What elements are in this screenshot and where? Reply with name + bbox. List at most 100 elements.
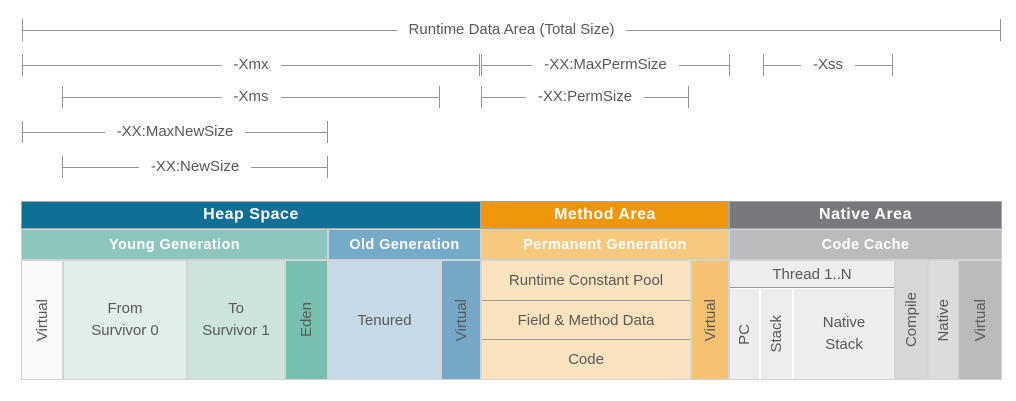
ruler-permsize: -XX:PermSize [481,86,690,108]
heap-space-header: Heap Space [22,202,480,228]
ruler-line [280,64,479,66]
ruler-tick-right [1000,19,1002,41]
pc-label: PC [736,323,753,345]
thread-group: Thread 1..N PC Stack Native Stack [730,261,894,379]
ruler-label-maxpermsize: -XX:MaxPermSize [532,54,679,76]
young-virtual-cell: Virtual [22,261,62,379]
stack-cell: Stack [761,289,792,379]
native-stack-cell: Native Stack [794,289,894,379]
perm-generation-headers: Permanent Generation [482,230,728,259]
ruler-runtime-data-area: Runtime Data Area (Total Size) [22,19,1002,41]
ruler-tick-left [481,86,482,108]
ruler-tick-right [327,121,329,143]
ruler-tick-left [62,86,63,108]
ruler-line [63,96,222,98]
ruler-line [280,96,439,98]
ruler-tick-left [22,121,23,143]
code-cache-headers: Code Cache [730,230,1001,259]
ruler-line [626,29,1001,31]
ruler-line [764,64,801,66]
ruler-label-xmx: -Xmx [221,54,281,76]
ruler-tick-right [327,156,329,178]
ruler-line [251,166,328,168]
ruler-tick-right [892,54,893,76]
code-cell: Code [568,351,604,369]
perm-virtual-label: Virtual [701,298,719,342]
to-survivor-cell: To Survivor 1 [188,261,284,379]
ruler-line [23,131,105,133]
ruler-xms: -Xms [62,86,440,108]
perm-virtual-cell: Virtual [692,261,728,379]
thread-columns: PC Stack Native Stack [730,288,894,379]
native-label: Native [934,298,952,342]
ruler-line [678,64,729,66]
ruler-line [23,64,222,66]
ruler-tick-left [22,54,23,76]
ruler-label-permsize: -XX:PermSize [525,86,645,108]
to-survivor-label: To Survivor 1 [202,300,270,339]
compile-label: Compile [903,292,920,348]
method-area-header: Method Area [482,202,728,228]
ruler-label-xms: -Xms [221,86,281,108]
section-heap-space: Heap Space Young Generation Old Generati… [22,202,480,379]
thread-divider [730,287,894,288]
native-stack-label: Native Stack [822,314,866,353]
from-survivor-label: From Survivor 0 [91,300,159,339]
pc-cell: PC [730,289,759,379]
ruler-label-total-size: Runtime Data Area (Total Size) [396,19,627,41]
ruler-maxnewsize: -XX:MaxNewSize [22,121,329,143]
ruler-line [23,29,397,31]
memory-layout-table: Heap Space Young Generation Old Generati… [22,202,1001,379]
ruler-line [482,64,533,66]
compile-cell: Compile [896,261,927,379]
runtime-constant-pool-cell: Runtime Constant Pool [508,271,664,289]
young-virtual-label: Virtual [33,298,51,342]
ruler-line [63,166,139,168]
ruler-label-xss: -Xss [801,54,855,76]
perm-gen-rows: Runtime Constant Pool Field & Method Dat… [482,261,690,379]
section-method-area: Method Area Permanent Generation Runtime… [482,202,728,379]
ruler-tick-left [62,156,63,178]
ruler-tick-right [479,54,480,76]
section-native-area: Native Area Code Cache Thread 1..N PC St… [730,202,1001,379]
ruler-tick-left [22,19,23,41]
ruler-label-newsize: -XX:NewSize [138,156,252,178]
code-cache-header: Code Cache [730,230,1001,259]
ruler-xss: -Xss [763,54,893,76]
heap-body-row: Virtual From Survivor 0 To Survivor 1 Ed… [22,261,480,379]
stack-label: Stack [768,315,785,353]
ruler-line [482,96,526,98]
old-generation-header: Old Generation [329,230,480,259]
eden-cell: Eden [286,261,327,379]
native-virtual-cell: Virtual [959,261,1001,379]
ruler-label-maxnewsize: -XX:MaxNewSize [104,121,246,143]
ruler-tick-right [439,86,440,108]
ruler-xmx: -Xmx [22,54,480,76]
native-virtual-label: Virtual [971,298,989,342]
from-survivor-cell: From Survivor 0 [64,261,186,379]
ruler-tick-left [763,54,764,76]
native-cell: Native [929,261,957,379]
field-method-data-cell: Field & Method Data [517,311,655,329]
ruler-line [644,96,689,98]
ruler-tick-right [688,86,690,108]
young-generation-header: Young Generation [22,230,327,259]
heap-generation-headers: Young Generation Old Generation [22,230,480,259]
native-body-row: Thread 1..N PC Stack Native Stack [730,261,1001,379]
method-body-row: Runtime Constant Pool Field & Method Dat… [482,261,728,379]
permanent-generation-header: Permanent Generation [482,230,728,259]
eden-label: Eden [298,302,315,338]
ruler-tick-left [481,54,482,76]
native-area-header: Native Area [730,202,1001,228]
old-virtual-cell: Virtual [442,261,480,379]
ruler-maxpermsize: -XX:MaxPermSize [481,54,730,76]
old-virtual-label: Virtual [452,298,470,342]
ruler-line [245,131,328,133]
ruler-line [855,64,892,66]
perm-row-divider [482,299,690,301]
tenured-cell: Tenured [329,261,440,379]
ruler-newsize: -XX:NewSize [62,156,329,178]
ruler-tick-right [729,54,730,76]
perm-row-divider [482,339,690,341]
